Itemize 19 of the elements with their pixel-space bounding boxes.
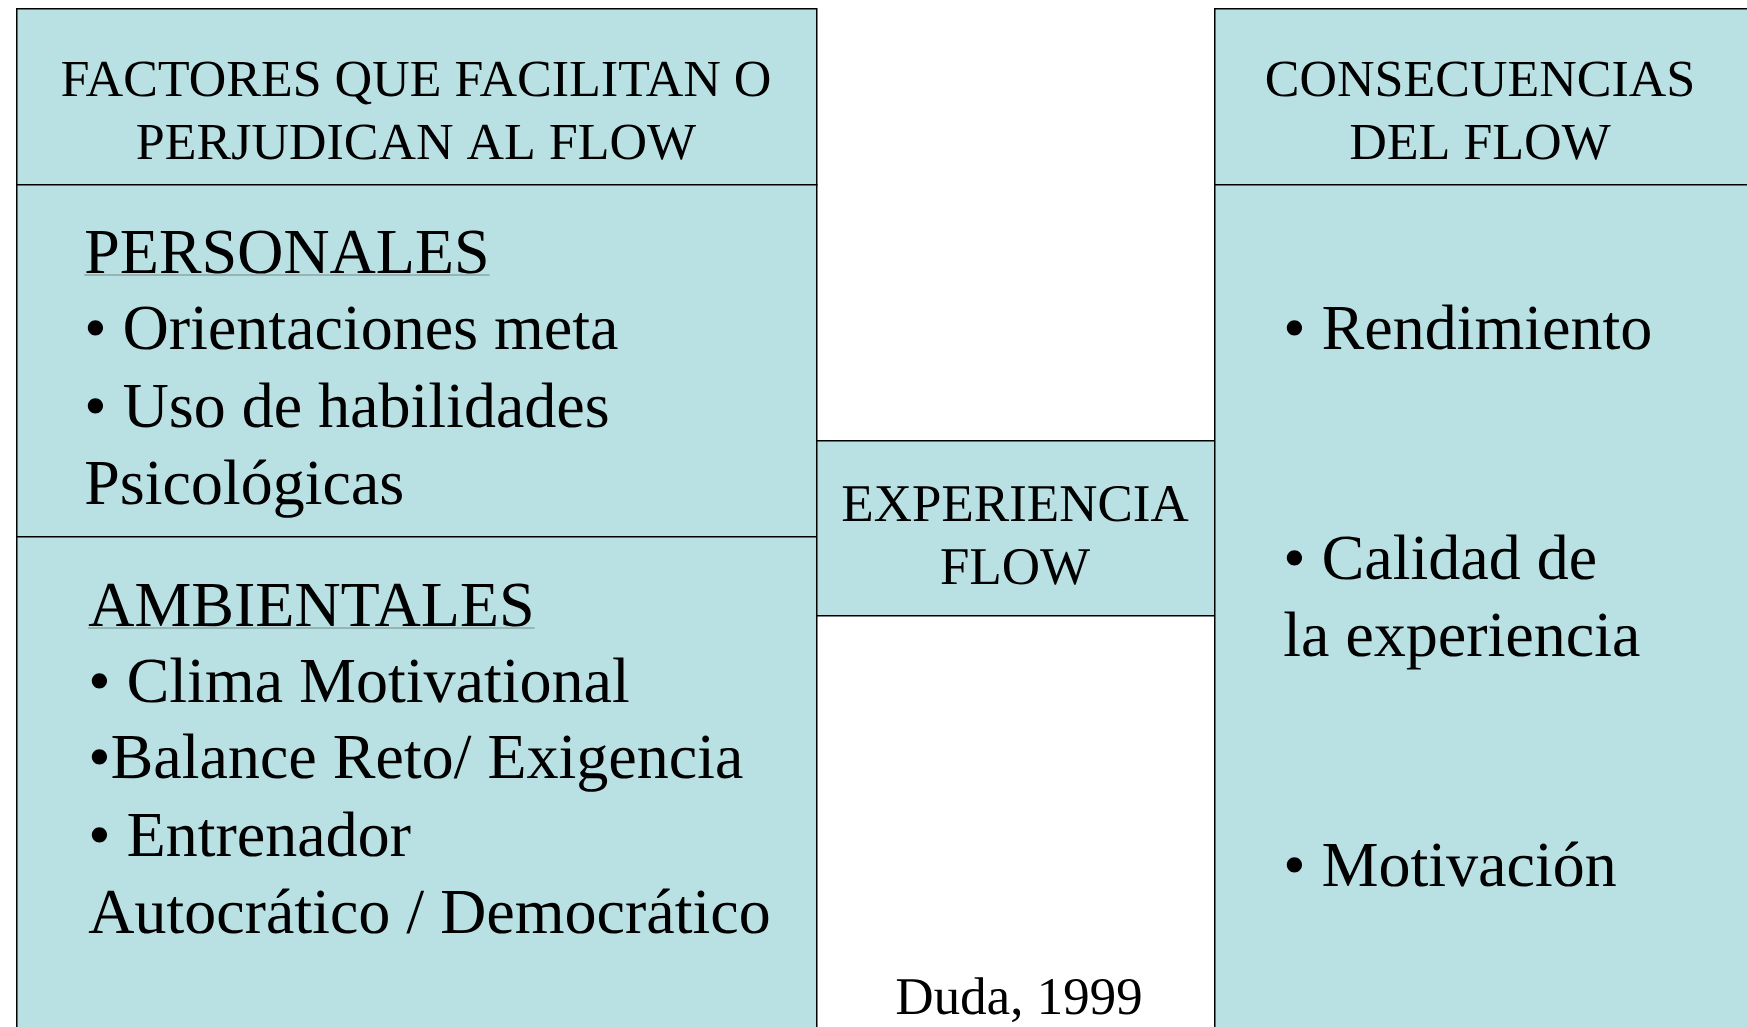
box-text: • Motivación xyxy=(1286,841,1616,887)
category-heading: AMBIENTALES xyxy=(88,583,535,629)
box-text: • Calidad de la experiencia xyxy=(1284,534,1640,670)
box-text: • Rendimiento xyxy=(1286,304,1650,350)
category-box xyxy=(16,184,818,538)
box-text: CONSECUENCIAS DEL FLOW xyxy=(1266,61,1692,160)
box-text: • Entrenador Autocrático / Democrático xyxy=(88,811,769,934)
box-text: • Orientaciones meta xyxy=(87,306,618,350)
citation: Duda, 1999 xyxy=(896,977,1141,1023)
heading-box xyxy=(1214,8,1747,186)
box-text: EXPERIENCIA FLOW xyxy=(842,485,1189,585)
category-box xyxy=(16,536,818,1027)
box-text: • Uso de habilidades Psicológicas xyxy=(86,382,608,518)
box-text: FACTORES QUE FACILITAN O PERJUDICAN AL FLOW xyxy=(62,61,770,160)
category-heading: PERSONALES xyxy=(84,230,490,276)
heading-box xyxy=(16,8,818,186)
box-text: • Clima Motivational xyxy=(91,657,629,703)
box-text: •Balance Reto/ Exigencia xyxy=(91,733,743,792)
center-box xyxy=(816,440,1216,617)
